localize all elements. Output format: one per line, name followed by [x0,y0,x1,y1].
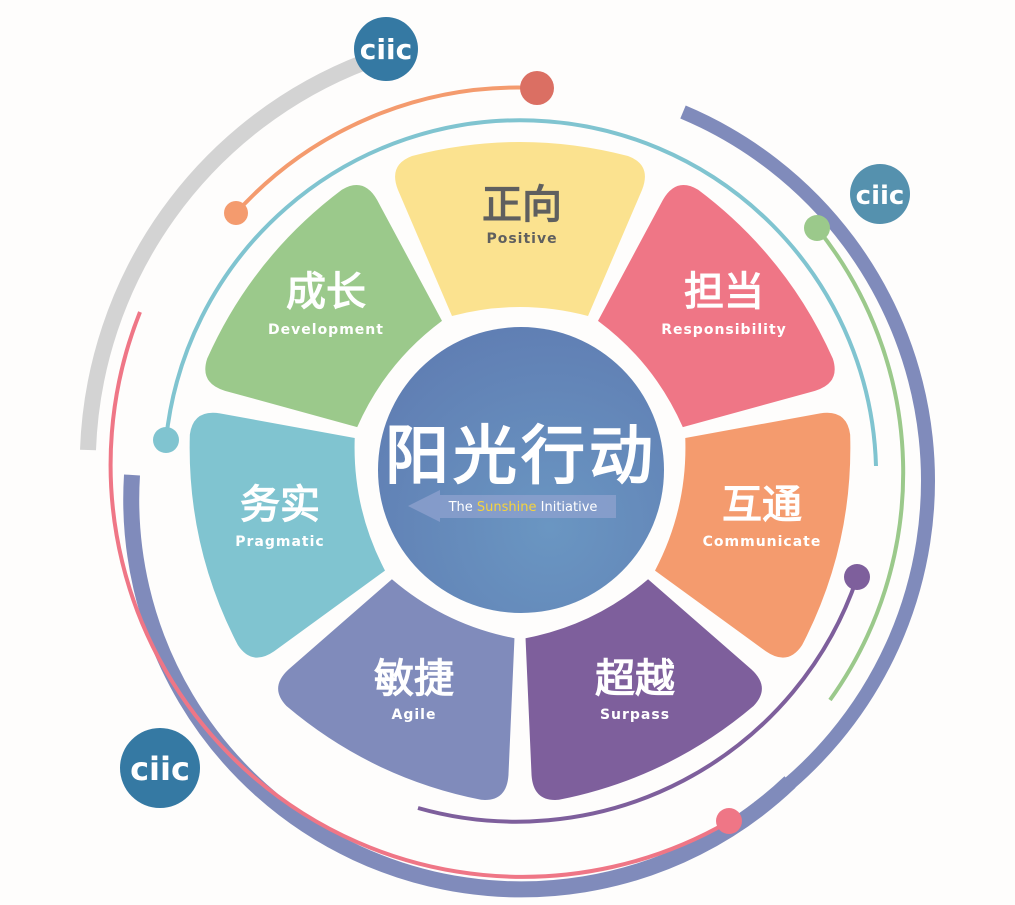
label-development: 成长 Development [268,269,384,338]
blue-arc-left [123,474,796,898]
decorative-arcs [80,54,935,898]
svg-text:Positive: Positive [486,231,557,247]
svg-text:ciic: ciic [360,33,412,66]
petal-positive[interactable] [395,142,645,316]
blue-arc-right [680,105,935,814]
pink-arc [108,311,729,879]
petal-agile[interactable] [265,555,566,820]
label-responsibility: 担当 Responsibility [661,269,787,338]
orange-arc [234,85,538,215]
label-pragmatic: 务实 Pragmatic [235,482,324,550]
svg-text:敏捷: 敏捷 [374,656,454,702]
svg-text:Communicate: Communicate [703,534,822,550]
svg-text:Agile: Agile [392,707,437,723]
teal-dot [153,427,179,453]
petal-pragmatic[interactable] [172,382,397,664]
svg-text:正向: 正向 [482,182,562,228]
svg-text:ciic: ciic [856,181,905,211]
svg-text:Development: Development [268,322,384,338]
center-title: 阳光行动 [385,420,657,494]
svg-text:成长: 成长 [286,269,366,315]
svg-text:Surpass: Surpass [600,707,670,723]
label-surpass: 超越 Surpass [595,656,675,723]
green-dot [804,215,830,241]
center-subtitle: The Sunshine Initiative [448,500,598,515]
petal-surpass[interactable] [474,555,775,820]
ciic-logo-bottom: ciic [120,728,200,808]
center-hub: 阳光行动 The Sunshine Initiative [371,320,671,620]
teal-arc [164,118,878,467]
svg-text:担当: 担当 [684,269,764,315]
purple-arc [417,577,859,824]
ciic-logo-top: ciic [354,17,418,81]
petal-development[interactable] [186,168,478,472]
purple-dot [844,564,870,590]
svg-text:ciic: ciic [130,750,190,788]
orange-dot [224,201,248,225]
ciic-logo-right: ciic [850,164,910,224]
gray-arc [80,54,368,451]
label-communicate: 互通 Communicate [703,482,822,550]
label-agile: 敏捷 Agile [374,656,454,723]
svg-text:互通: 互通 [722,482,802,528]
svg-text:务实: 务实 [240,482,320,528]
label-positive: 正向 Positive [482,182,562,247]
center-circle [378,327,664,613]
svg-text:超越: 超越 [595,656,675,702]
petal-responsibility[interactable] [563,168,855,472]
petal-communicate[interactable] [642,382,867,664]
green-arc [815,226,906,702]
petals [172,142,867,820]
red-dot [520,71,554,105]
petal-labels: 正向 Positive 担当 Responsibility 互通 Communi… [235,182,822,723]
svg-text:Responsibility: Responsibility [661,322,787,338]
arrow-banner [408,490,616,522]
pink-dot [716,808,742,834]
svg-text:Pragmatic: Pragmatic [235,534,324,550]
